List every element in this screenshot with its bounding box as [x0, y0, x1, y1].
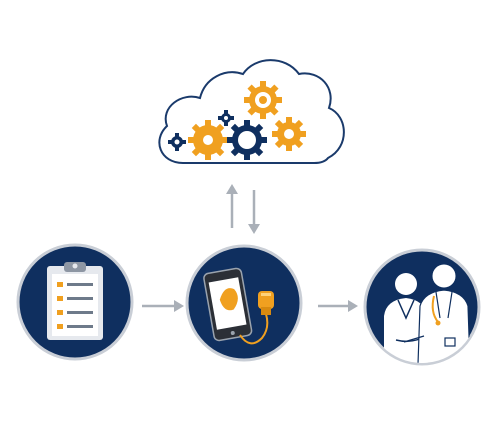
gear-icon-5 — [227, 120, 267, 160]
gear-icon-1 — [244, 81, 282, 119]
mobile-ultrasound-icon — [185, 244, 303, 362]
gear-icon-6 — [272, 117, 306, 151]
cloud-icon — [158, 59, 345, 164]
doctors-icon — [363, 248, 481, 366]
arrow-right-icon-1 — [142, 300, 184, 312]
arrow-up-icon — [226, 184, 238, 228]
arrow-down-icon — [248, 190, 260, 234]
gear-icon-3 — [188, 120, 228, 160]
clipboard-checklist-icon — [16, 243, 134, 361]
gear-icon-2 — [218, 110, 234, 126]
arrow-right-icon-2 — [318, 300, 358, 312]
gear-icon-4 — [168, 133, 186, 151]
